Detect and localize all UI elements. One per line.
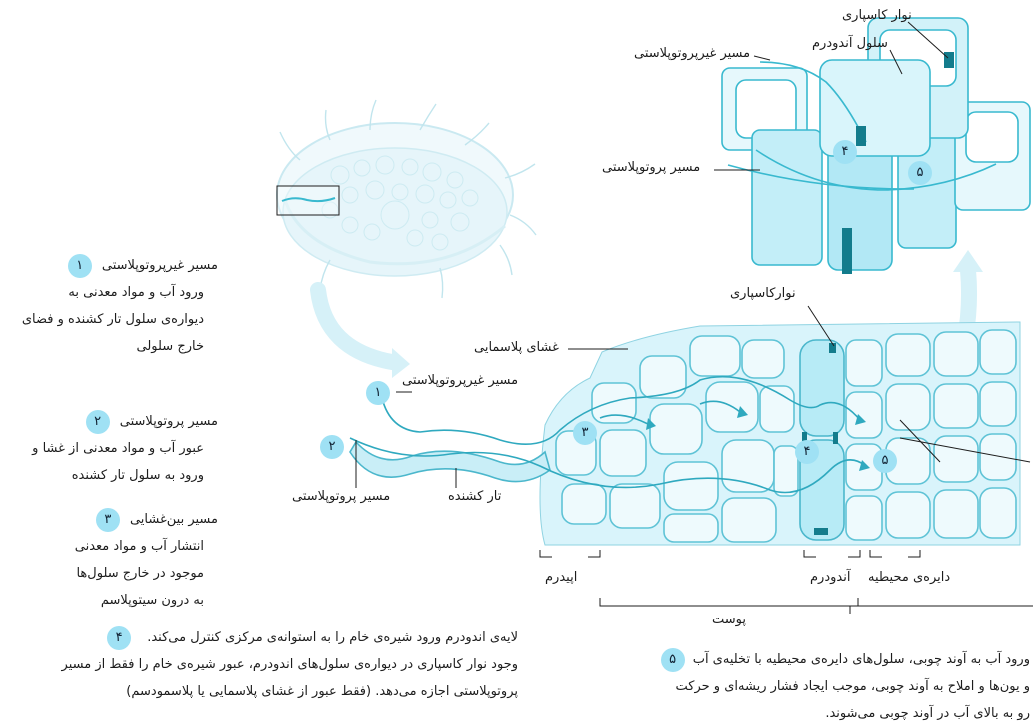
note-line: لایه‌ی اندودرم ورود شیره‌ی خام را به است… — [147, 630, 518, 645]
label-cortex: پوست — [712, 612, 746, 627]
marker-2: ۲ — [320, 435, 344, 459]
root-hair — [350, 442, 550, 482]
note-line: رو به بالای آب در آوند چوبی می‌شوند. — [628, 700, 1030, 727]
note-line: ورود آب به آوند چوبی، سلول‌های دایره‌ی م… — [693, 652, 1030, 667]
note-title-transmembrane: مسیر بین‌غشایی — [130, 512, 218, 527]
zoom-arrow — [318, 290, 392, 362]
note-pericycle: ورود آب به آوند چوبی، سلول‌های دایره‌ی م… — [628, 646, 1030, 727]
label-pericycle: دایره‌ی محیطیه — [868, 570, 950, 585]
note-endodermis: لایه‌ی اندودرم ورود شیره‌ی خام را به است… — [6, 624, 518, 705]
note-line: پروتوپلاستی اجازه می‌دهد. (فقط عبور از غ… — [6, 678, 518, 705]
note-transmembrane: مسیر بین‌غشایی ۳ انتشار آب و مواد معدنی … — [0, 506, 218, 614]
note-line: موجود در خارج سلول‌ها — [0, 560, 204, 587]
note-line: و یون‌ها و املاح به آوند چوبی، موجب ایجا… — [628, 673, 1030, 700]
marker-1: ۱ — [366, 381, 390, 405]
badge-1: ۱ — [68, 254, 92, 278]
note-line: به درون سیتوپلاسم — [0, 587, 204, 614]
detail-arrow-head — [953, 250, 983, 272]
badge-2: ۲ — [86, 410, 110, 434]
marker-5: ۵ — [873, 449, 897, 473]
note-line: وجود نوار کاسپاری در دیواره‌ی سلول‌های ا… — [6, 651, 518, 678]
label-plasma-membrane: غشای پلاسمایی — [474, 340, 559, 355]
label-epidermis: اپیدرم — [545, 570, 577, 585]
label-symplast-top: مسیر پروتوپلاستی — [602, 160, 700, 175]
note-title-apoplast: مسیر غیرپروتوپلاستی — [102, 258, 218, 273]
note-line: خارج سلولی — [0, 333, 204, 360]
label-root-hair: تار کشنده — [448, 489, 501, 504]
badge-5: ۵ — [661, 648, 685, 672]
label-endodermis-cell: سلول آندودرم — [812, 36, 888, 51]
marker-3: ۳ — [573, 421, 597, 445]
note-line: عبور آب و مواد معدنی از غشا و — [0, 435, 204, 462]
endodermis-3d-detail — [722, 18, 1030, 270]
marker-4: ۴ — [795, 440, 819, 464]
label-casparian-mid: نوارکاسپاری — [730, 286, 796, 301]
label-endodermis: آندودرم — [810, 570, 850, 585]
note-title-symplast: مسیر پروتوپلاستی — [120, 414, 218, 429]
label-symplast-mid: مسیر پروتوپلاستی — [292, 489, 390, 504]
note-apoplast: مسیر غیرپروتوپلاستی ۱ ورود آب و مواد معد… — [0, 252, 218, 360]
marker-5-detail: ۵ — [908, 161, 932, 185]
note-line: ورود به سلول تار کشنده — [0, 462, 204, 489]
badge-3: ۳ — [96, 508, 120, 532]
label-apoplast-mid: مسیر غیرپروتوپلاستی — [402, 373, 518, 388]
marker-4-detail: ۴ — [833, 140, 857, 164]
note-line: دیواره‌ی سلول تار کشنده و فضای — [0, 306, 204, 333]
note-line: ورود آب و مواد معدنی به — [0, 279, 204, 306]
badge-4: ۴ — [107, 626, 131, 650]
label-apoplast-top: مسیر غیرپروتوپلاستی — [634, 46, 750, 61]
note-line: انتشار آب و مواد معدنی — [0, 533, 204, 560]
note-symplast: مسیر پروتوپلاستی ۲ عبور آب و مواد معدنی … — [0, 408, 218, 489]
label-casparian-top: نوار کاسپاری — [842, 8, 912, 23]
